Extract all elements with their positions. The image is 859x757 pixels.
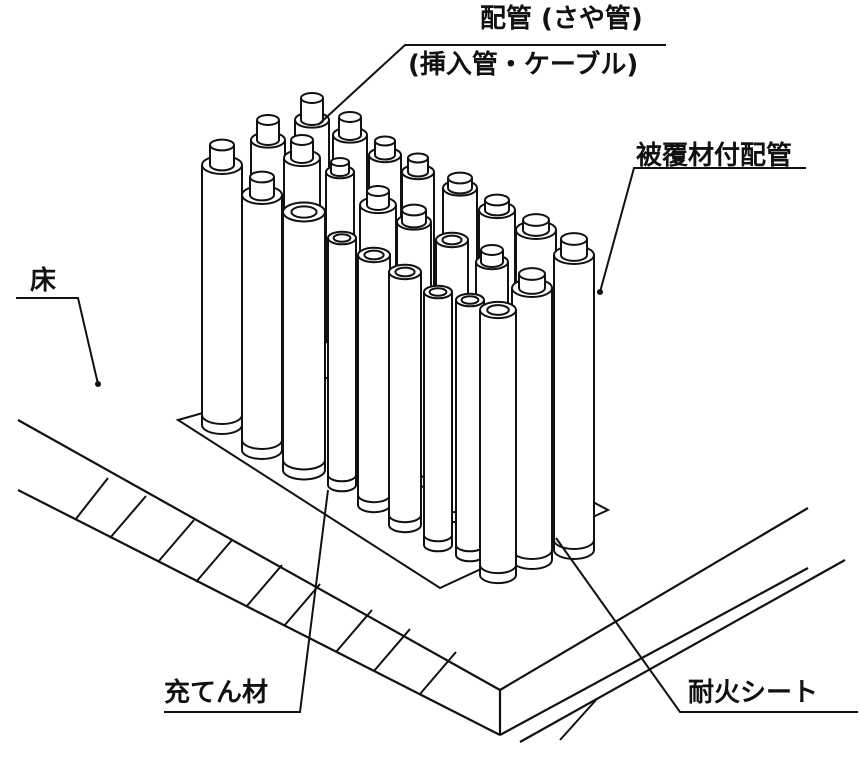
pipe (357, 246, 391, 514)
pipe-ring (479, 564, 517, 575)
pipe-ring (388, 514, 422, 524)
pipe-cap-top (447, 171, 473, 185)
pipe-cap-body (256, 120, 280, 146)
pipe-cap-top (407, 152, 429, 164)
pipe-cap-top (560, 232, 588, 246)
pipe-inner (394, 266, 416, 278)
pipe-cap-top (484, 193, 510, 207)
pipe-body (423, 292, 453, 553)
pipe-ring (241, 439, 283, 450)
pipe-body (327, 238, 357, 493)
pipe-cap-top (522, 213, 550, 227)
pipe-ring (423, 534, 453, 543)
pipe (479, 300, 517, 585)
pipe-inner (363, 249, 385, 261)
pipe-cap-top (374, 135, 396, 147)
pipe-inner (332, 233, 352, 243)
pipe (241, 170, 283, 460)
pipe-ring (282, 459, 326, 471)
pipe-body (357, 255, 391, 514)
pipe-body (511, 288, 553, 570)
label-floor: 床 (30, 266, 57, 296)
pipe-bundle (201, 92, 595, 585)
pipe (423, 284, 453, 553)
pipe (388, 263, 422, 534)
pipe-body (282, 212, 326, 481)
pipe (282, 201, 326, 481)
pipe (511, 267, 553, 570)
floor-dot (95, 381, 101, 387)
pipe-cap-top (366, 185, 390, 197)
pipe-inner (486, 304, 510, 316)
pipe-ring (327, 474, 357, 483)
pipe-cap-top (401, 203, 427, 217)
pipe-inner (428, 287, 448, 297)
pipe-cap-top (480, 244, 504, 256)
pipe-cap-top (249, 170, 275, 184)
label-pipe-inserted: (挿入管・ケーブル) (408, 50, 639, 80)
pipe-cap-top (338, 111, 362, 123)
pipe-inner (460, 295, 480, 305)
pipe-body (241, 195, 283, 460)
pipe-cap-top (300, 92, 324, 104)
pipe-inner (290, 205, 318, 219)
pipe-cap-body (249, 177, 275, 202)
pipe-inner (441, 234, 463, 246)
pipe-cap-body (338, 117, 362, 141)
pipe-ring (553, 539, 595, 550)
pipe-cap-body (290, 140, 314, 164)
pipe-body (388, 272, 422, 534)
pipe-cap-top (256, 114, 280, 126)
pipe (201, 138, 243, 435)
pipe-cap-top (330, 156, 350, 168)
pipe-body (201, 165, 243, 435)
pipe-cap-body (209, 145, 235, 172)
pipe-body (553, 255, 595, 560)
coated-dot (597, 289, 603, 295)
label-coated-pipe: 被覆材付配管 (636, 141, 793, 171)
label-filler: 充てん材 (164, 678, 269, 708)
floor-slab (17, 419, 846, 743)
pipe (553, 232, 595, 560)
floor-hatching (74, 477, 597, 741)
pipe (327, 230, 357, 493)
pipe-ring (201, 414, 243, 425)
label-pipe-sleeve: 配管 (さや管) (480, 4, 643, 34)
pipe-cap-top (290, 134, 314, 146)
label-fire-sheet: 耐火シート (688, 678, 819, 708)
pipe-cap-top (209, 138, 235, 152)
pipe-body (479, 310, 517, 585)
pipe-cap-top (518, 267, 546, 281)
leader-lines (16, 44, 858, 713)
